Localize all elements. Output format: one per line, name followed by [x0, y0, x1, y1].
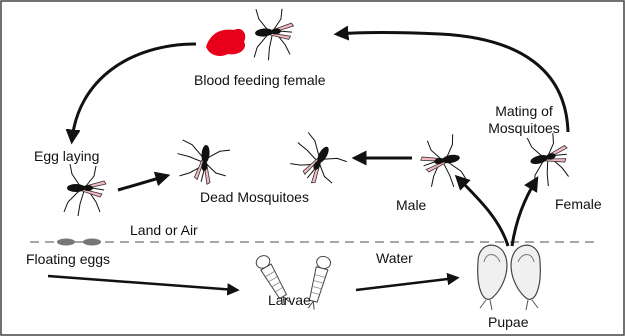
label-land-or-air: Land or Air: [130, 222, 198, 239]
label-water: Water: [376, 250, 413, 267]
mosquito-icon: [175, 140, 230, 186]
label-female: Female: [555, 196, 602, 213]
arrow-larvae-to-pupae: [356, 278, 456, 290]
pupa-icon: [511, 245, 540, 310]
label-dead-mosquitoes: Dead Mosquitoes: [200, 189, 309, 206]
label-floating-eggs: Floating eggs: [26, 251, 110, 268]
mosquito-icon: [417, 133, 467, 192]
label-mating: Mating of Mosquitoes: [474, 103, 574, 137]
label-larvae: Larvae: [268, 292, 311, 309]
mosquito-icon: [521, 129, 575, 190]
label-pupae: Pupae: [488, 314, 528, 331]
mosquito-icon: [64, 164, 106, 216]
arrow-eggs-to-larvae: [48, 276, 236, 290]
arrow-egglaying-to-dead: [118, 176, 166, 190]
label-mating-line2: Mosquitoes: [474, 120, 574, 137]
label-blood-feeding-female: Blood feeding female: [194, 72, 326, 89]
pupa-icon: [478, 245, 507, 310]
label-egg-laying: Egg laying: [34, 148, 99, 165]
mosquito-icon: [250, 6, 296, 61]
mosquito-icon: [284, 130, 350, 192]
arrow-pupae-to-female: [512, 180, 536, 246]
blood-drop-icon: [206, 29, 245, 56]
arrow-pupae-to-male: [458, 178, 508, 246]
label-mating-line1: Mating of: [474, 103, 574, 120]
label-male: Male: [396, 197, 426, 214]
arrow-feeding-to-egglaying: [72, 44, 196, 140]
